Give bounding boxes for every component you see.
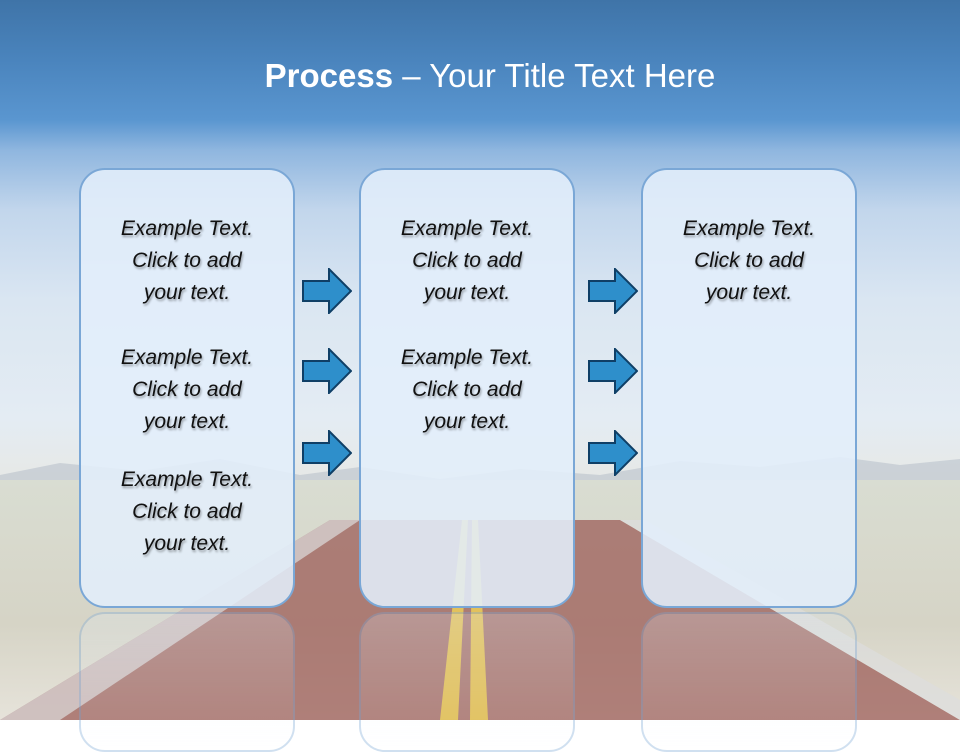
process-box-1-reflection: [79, 612, 295, 752]
arrow-right-icon[interactable]: [302, 348, 352, 394]
arrow-right-icon[interactable]: [588, 268, 638, 314]
arrow-right-icon[interactable]: [302, 430, 352, 476]
box-2-text-1[interactable]: Example Text. Click to add your text.: [400, 217, 534, 304]
process-box-2[interactable]: Example Text. Click to add your text. Ex…: [359, 168, 575, 608]
process-box-2-reflection: [359, 612, 575, 752]
arrow-right-icon[interactable]: [588, 430, 638, 476]
box-1-text-2[interactable]: Example Text. Click to add your text.: [120, 346, 254, 433]
slide-title[interactable]: Process – Your Title Text Here: [0, 54, 960, 98]
title-rest-part: – Your Title Text Here: [393, 57, 716, 94]
box-1-text-3[interactable]: Example Text. Click to add your text.: [120, 468, 254, 555]
process-box-3[interactable]: Example Text. Click to add your text.: [641, 168, 857, 608]
box-1-text-1[interactable]: Example Text. Click to add your text.: [120, 217, 254, 304]
title-bold-part: Process: [264, 57, 394, 94]
box-3-text-1[interactable]: Example Text. Click to add your text.: [682, 217, 816, 304]
arrow-right-icon[interactable]: [588, 348, 638, 394]
box-2-text-2[interactable]: Example Text. Click to add your text.: [400, 346, 534, 433]
process-box-1[interactable]: Example Text. Click to add your text. Ex…: [79, 168, 295, 608]
arrow-right-icon[interactable]: [302, 268, 352, 314]
process-box-3-reflection: [641, 612, 857, 752]
